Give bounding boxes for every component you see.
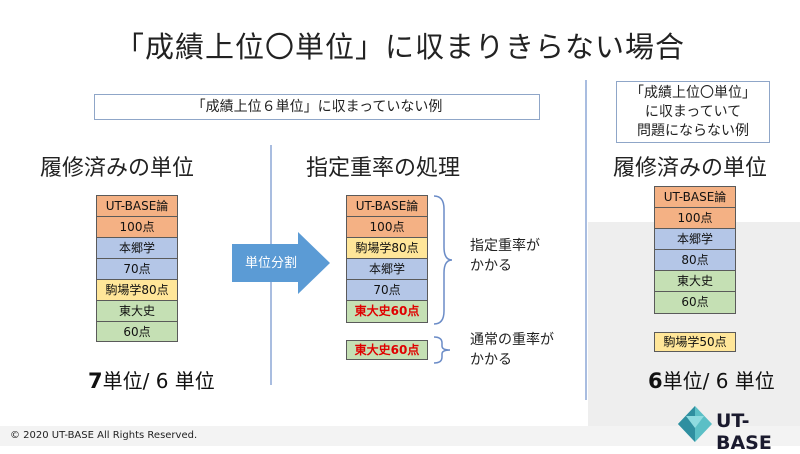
credit-block-highlighted: 東大史60点 [346, 300, 428, 323]
slide-title: 「成績上位〇単位」に収まりきらない場合 [114, 30, 685, 64]
left-total-rest: 単位/ 6 単位 [102, 369, 215, 393]
right-note-line-3: 問題にならない例 [637, 123, 749, 139]
left-total: 7単位/ 6 単位 [88, 365, 215, 394]
brace-label-lower-line-2: かかる [470, 352, 512, 368]
split-arrow: 単位分割 [232, 232, 332, 294]
left-note-text: 「成績上位６単位」に収まっていない例 [191, 99, 443, 115]
credit-block: 東大史 [96, 300, 178, 322]
credit-block: 駒場学80点 [346, 237, 428, 259]
credit-block: 東大史 [654, 270, 736, 292]
credit-block: 80点 [654, 249, 736, 271]
footer-bar [0, 426, 800, 446]
right-note-line-1: 「成績上位〇単位」 [630, 85, 756, 101]
middle-credit-stack: UT-BASE論 100点 駒場学80点 本郷学 70点 東大史60点 [346, 195, 428, 323]
credit-block: 本郷学 [346, 258, 428, 280]
brace-label-lower: 通常の重率が かかる [470, 330, 554, 370]
credit-block: 60点 [654, 291, 736, 314]
ut-base-logo-icon [678, 406, 712, 442]
ut-base-logo-text: UT-BASE [716, 410, 772, 454]
right-arrow-icon [232, 232, 330, 294]
divider-right [585, 80, 587, 400]
right-total: 6単位/ 6 単位 [648, 365, 775, 394]
brace-icon-upper [433, 195, 453, 325]
left-note-box: 「成績上位６単位」に収まっていない例 [94, 94, 540, 120]
credit-block: 100点 [96, 216, 178, 238]
credit-block: 60点 [96, 321, 178, 342]
right-total-number: 6 [648, 369, 663, 393]
brace-label-lower-line-1: 通常の重率が [470, 332, 554, 348]
brace-label-upper-line-2: かかる [470, 258, 512, 274]
credit-block-highlighted: 東大史60点 [346, 340, 428, 360]
brace-icon-lower [433, 336, 451, 364]
left-total-number: 7 [88, 369, 103, 393]
brace-label-upper-line-1: 指定重率が [470, 238, 540, 254]
credit-block: 本郷学 [96, 237, 178, 259]
credit-block: UT-BASE論 [96, 195, 178, 217]
credit-block: 100点 [654, 207, 736, 229]
right-extra-block: 駒場学50点 [654, 332, 736, 352]
credit-block: UT-BASE論 [346, 195, 428, 217]
credit-block: 本郷学 [654, 228, 736, 250]
credit-block: UT-BASE論 [654, 186, 736, 208]
right-credit-stack: UT-BASE論 100点 本郷学 80点 東大史 60点 [654, 186, 736, 314]
arrow-label: 単位分割 [244, 256, 297, 271]
middle-extra-block: 東大史60点 [346, 340, 428, 360]
right-note-box: 「成績上位〇単位」 に収まっていて 問題にならない例 [616, 81, 770, 143]
left-credit-stack: UT-BASE論 100点 本郷学 70点 駒場学80点 東大史 60点 [96, 195, 178, 342]
credit-block: 70点 [96, 258, 178, 280]
right-total-rest: 単位/ 6 単位 [662, 369, 775, 393]
right-heading: 履修済みの単位 [613, 156, 768, 181]
copyright-text: © 2020 UT-BASE All Rights Reserved. [10, 430, 198, 441]
middle-heading: 指定重率の処理 [306, 156, 461, 181]
brace-label-upper: 指定重率が かかる [470, 236, 540, 276]
credit-block: 駒場学80点 [96, 279, 178, 301]
credit-block: 100点 [346, 216, 428, 238]
left-heading: 履修済みの単位 [40, 156, 195, 181]
credit-block: 駒場学50点 [654, 332, 736, 352]
right-note-line-2: に収まっていて [644, 104, 742, 120]
credit-block: 70点 [346, 279, 428, 301]
